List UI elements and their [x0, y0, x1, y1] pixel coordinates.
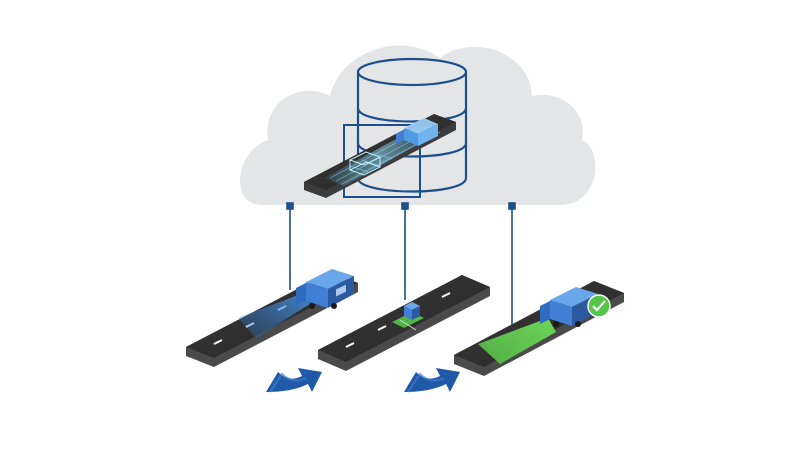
digital-truck-icon [396, 118, 438, 146]
wireframe-object-icon [348, 151, 382, 176]
verified-beam [478, 318, 556, 364]
sensor-beam [238, 292, 310, 338]
connector-node-1 [286, 202, 294, 210]
connector-node-2 [401, 202, 409, 210]
stage-verify-road [454, 281, 624, 376]
truck-icon [540, 287, 598, 327]
truck-icon [296, 269, 354, 309]
road-object-icon [399, 302, 420, 331]
connector-node-3 [508, 202, 516, 210]
cloud-road-model [304, 114, 456, 198]
connector-lines [286, 202, 516, 328]
stage-sense-road [186, 269, 358, 367]
stage-detect-road [318, 275, 490, 371]
flow-arrow-1 [266, 368, 322, 393]
checkmark-icon [587, 294, 611, 318]
flow-arrow-2 [404, 368, 460, 393]
